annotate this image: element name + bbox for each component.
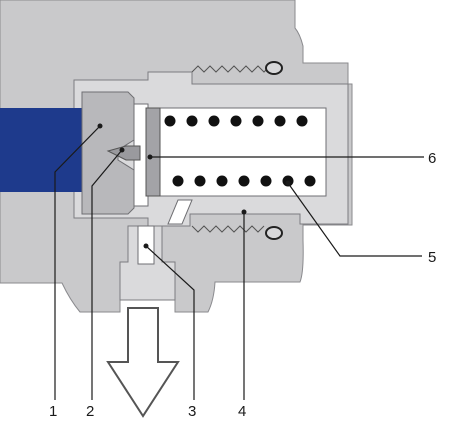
leader-dot-3 (143, 243, 149, 249)
spring-coils-bottom (172, 175, 316, 187)
o-ring-bottom (265, 226, 283, 240)
leader-dot-5 (285, 180, 291, 186)
callout-5: 5 (428, 249, 436, 266)
leader-dot-1 (97, 123, 103, 129)
valve-cone (106, 145, 141, 161)
leader-3 (145, 245, 195, 400)
leader-2 (91, 149, 123, 400)
leader-5 (287, 182, 422, 257)
spring-coils-top (164, 115, 308, 127)
seat-cavity (133, 103, 149, 207)
flow-arrow (106, 307, 180, 418)
callout-2: 2 (86, 403, 94, 420)
leader-1 (54, 125, 101, 400)
leader-dot-2 (119, 147, 125, 153)
callout-6: 6 (428, 150, 436, 167)
callout-4: 4 (238, 403, 246, 420)
callout-1: 1 (49, 403, 57, 420)
inlet-passage (0, 108, 88, 192)
callout-3: 3 (188, 403, 196, 420)
leader-dot-6 (147, 154, 153, 160)
outlet-bore (167, 199, 193, 225)
leader-dot-4 (241, 209, 247, 215)
valve-seat (81, 91, 135, 215)
spring-plate (145, 107, 161, 197)
thread-top (191, 65, 277, 73)
thread-bottom (191, 225, 265, 233)
o-ring-top (265, 61, 283, 75)
